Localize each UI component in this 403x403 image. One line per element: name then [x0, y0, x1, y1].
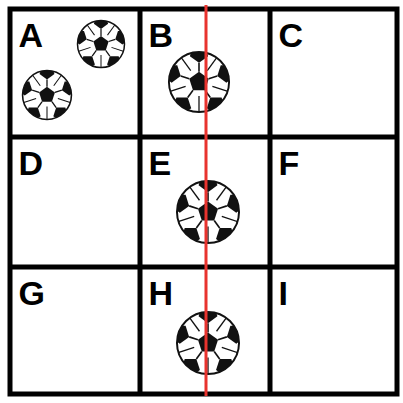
grid-line — [10, 135, 397, 140]
grid-cell: F — [273, 140, 395, 265]
grid-cell: D — [13, 140, 138, 265]
soccer-ball — [16, 65, 77, 123]
cell-letter: F — [279, 146, 300, 180]
grid-line — [138, 9, 143, 394]
grid-cell: I — [273, 270, 395, 392]
cell-letter: C — [279, 18, 304, 52]
symmetry-line — [205, 5, 208, 396]
grid-cell: E — [143, 140, 268, 265]
cell-letter: B — [149, 18, 174, 52]
grid-cell: A — [13, 12, 138, 135]
cell-letter: D — [19, 146, 44, 180]
grid-border — [10, 9, 397, 394]
cell-letter: E — [149, 146, 172, 180]
grid-line — [10, 265, 397, 270]
grid-lines — [10, 9, 397, 394]
soccer-ball — [72, 15, 131, 71]
cell-letter: H — [149, 276, 174, 310]
cell-letter: G — [19, 276, 45, 310]
cell-letter: A — [19, 18, 44, 52]
soccer-ball — [169, 305, 247, 379]
grid-cell: B — [143, 12, 268, 135]
cell-letter: I — [279, 276, 288, 310]
grid-cell: H — [143, 270, 268, 392]
grid-cell: G — [13, 270, 138, 392]
grid-line — [268, 9, 273, 394]
grid-cell: C — [273, 12, 395, 135]
soccer-ball — [169, 174, 247, 248]
soccer-ball — [161, 45, 236, 117]
